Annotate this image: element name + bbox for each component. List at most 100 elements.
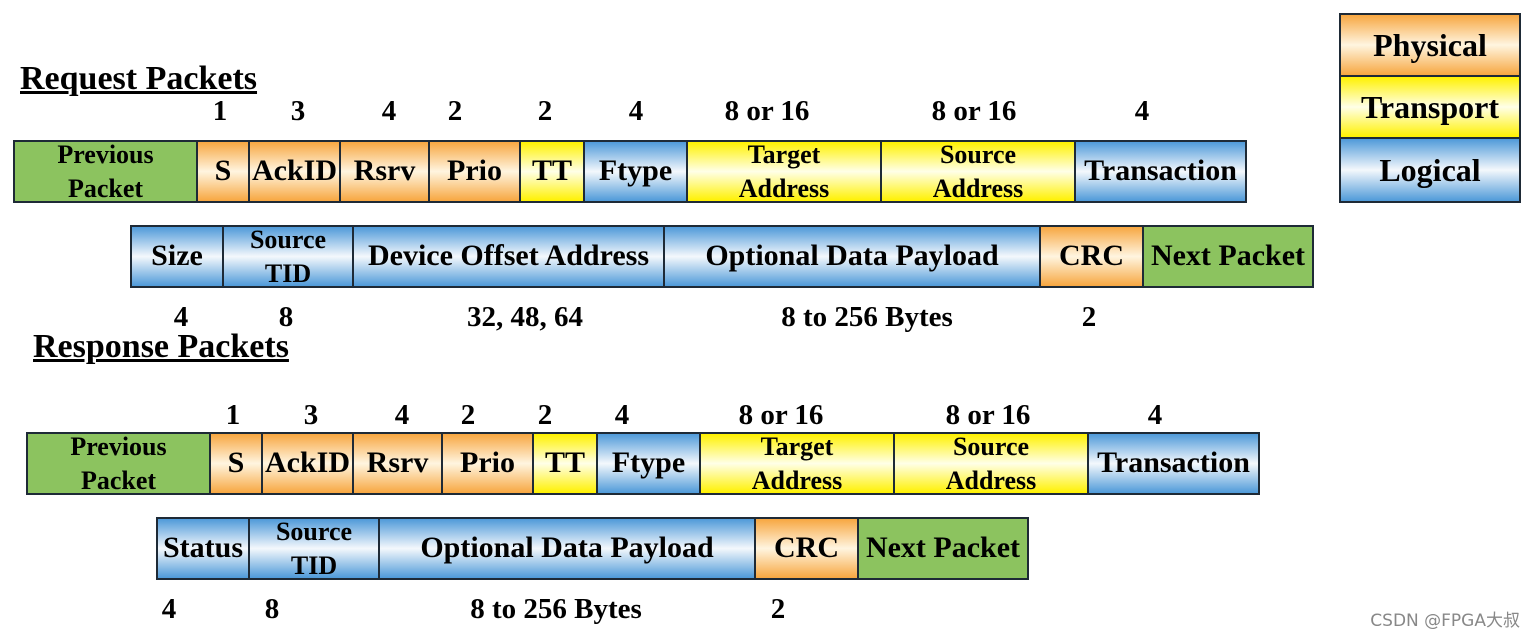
field-label: Optional Data Payload — [420, 531, 714, 565]
field-size-label: 8 to 256 Bytes — [781, 301, 953, 333]
field-label: Source — [952, 431, 1030, 461]
field-ftype: Ftype — [585, 142, 688, 201]
field-prio: Prio — [443, 434, 534, 493]
field-crc: CRC — [756, 519, 859, 578]
field-size-label: 4 — [628, 95, 644, 127]
field-label: TID — [290, 550, 338, 580]
field-size-label: 8 — [264, 593, 280, 625]
field-size-label: 2 — [460, 399, 476, 431]
field-size-label: 2 — [770, 593, 786, 625]
field-size-label: 32, 48, 64 — [467, 301, 583, 333]
field-label: Address — [738, 173, 830, 203]
field-label: Transaction — [1084, 154, 1237, 188]
field-size-label: 4 — [1134, 95, 1150, 127]
field-label: S — [227, 446, 245, 480]
field-label: TT — [544, 446, 586, 480]
field-label: Previous — [57, 139, 154, 169]
field-label: CRC — [1059, 239, 1124, 273]
field-label: Packet — [80, 465, 157, 495]
field-label: Next Packet — [865, 531, 1021, 565]
field-label: Ftype — [598, 154, 673, 188]
field-ftype: Ftype — [598, 434, 701, 493]
field-rsrv: Rsrv — [341, 142, 430, 201]
field-optional-data-payload: Optional Data Payload — [380, 519, 756, 578]
field-size-label: 2 — [537, 95, 553, 127]
field-size-label: 4 — [161, 593, 177, 625]
field-size-label: 8 or 16 — [724, 95, 810, 127]
field-label: CRC — [774, 531, 839, 565]
field-label: Optional Data Payload — [705, 239, 999, 273]
field-label: TID — [264, 258, 312, 288]
field-label: Rsrv — [353, 154, 416, 188]
field-label: AckID — [251, 154, 337, 188]
field-status: Status — [158, 519, 250, 578]
field-label: Device Offset Address — [367, 239, 650, 273]
legend-physical: Physical — [1341, 15, 1519, 77]
field-label: Size — [151, 239, 203, 273]
field-size-label: 4 — [614, 399, 630, 431]
field-tt: TT — [534, 434, 598, 493]
field-transaction: Transaction — [1076, 142, 1245, 201]
field-label: Previous — [70, 431, 167, 461]
field-size-label: 1 — [212, 95, 228, 127]
field-size-label: 8 or 16 — [931, 95, 1017, 127]
field-transaction: Transaction — [1089, 434, 1258, 493]
field-size-label: 4 — [173, 301, 189, 333]
field-label: Packet — [67, 173, 144, 203]
field-size-label: 4 — [381, 95, 397, 127]
field-label: Source — [249, 224, 327, 254]
response-packets-title: Response Packets — [33, 328, 289, 365]
field-s: S — [198, 142, 250, 201]
field-size-label: 4 — [1147, 399, 1163, 431]
field-label: Address — [751, 465, 843, 495]
field-size-label: 8 — [278, 301, 294, 333]
field-label: Source — [275, 516, 353, 546]
field-size-label: 8 or 16 — [945, 399, 1031, 431]
field-rsrv: Rsrv — [354, 434, 443, 493]
field-label: Status — [162, 531, 244, 565]
field-tt: TT — [521, 142, 585, 201]
field-size-label: 1 — [225, 399, 241, 431]
field-label: Ftype — [611, 446, 686, 480]
request-packets-title: Request Packets — [20, 60, 258, 97]
field-size: Size — [132, 227, 224, 286]
field-device-offset-address: Device Offset Address — [354, 227, 665, 286]
field-label: Target — [747, 139, 821, 169]
field-label: TT — [531, 154, 573, 188]
field-label: Address — [932, 173, 1024, 203]
legend-transport: Transport — [1341, 77, 1519, 139]
field-size-label: 3 — [290, 95, 306, 127]
field-size-label: 2 — [447, 95, 463, 127]
field-size-label: 2 — [537, 399, 553, 431]
field-size-label: 3 — [303, 399, 319, 431]
layer-legend: Physical Transport Logical — [1339, 13, 1521, 203]
watermark: CSDN @FPGA大叔 — [1370, 611, 1520, 631]
field-label: Next Packet — [1150, 239, 1306, 273]
field-crc: CRC — [1041, 227, 1144, 286]
field-label: Transaction — [1097, 446, 1250, 480]
field-prio: Prio — [430, 142, 521, 201]
field-label: Address — [945, 465, 1037, 495]
field-next-packet: Next Packet — [859, 519, 1027, 578]
field-label: Rsrv — [366, 446, 429, 480]
field-label: AckID — [264, 446, 350, 480]
field-label: S — [214, 154, 232, 188]
field-next-packet: Next Packet — [1144, 227, 1312, 286]
field-optional-data-payload: Optional Data Payload — [665, 227, 1041, 286]
legend-logical: Logical — [1341, 139, 1519, 201]
field-ackid: AckID — [263, 434, 354, 493]
field-size-label: 4 — [394, 399, 410, 431]
field-size-label: 2 — [1081, 301, 1097, 333]
field-label: Prio — [460, 446, 515, 480]
